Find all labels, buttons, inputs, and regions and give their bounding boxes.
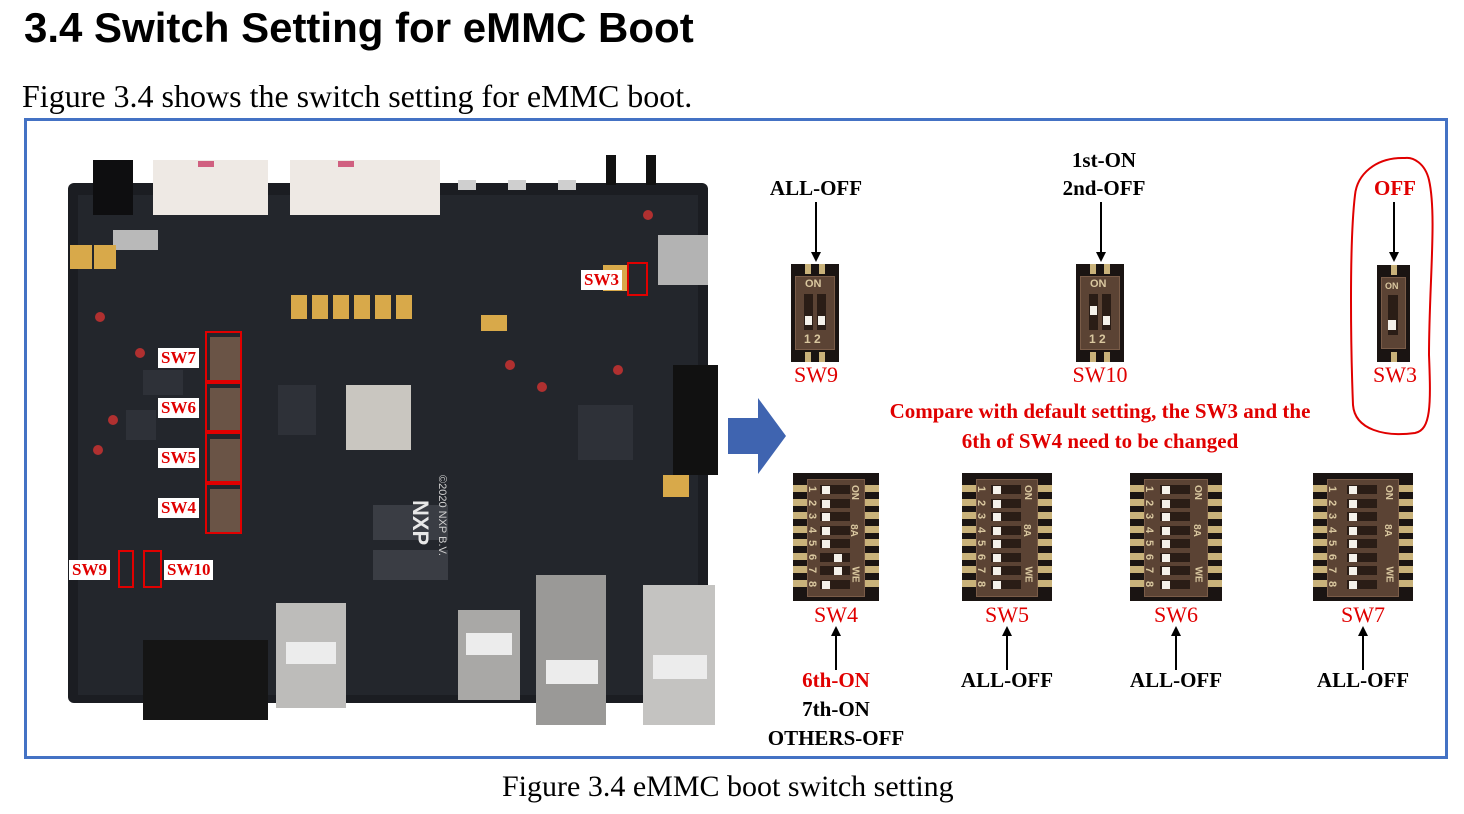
board-sw3-box: [627, 262, 648, 296]
sw3-switch-photo: ON: [1377, 265, 1410, 362]
board-sw10-box: [143, 550, 162, 588]
sw-name: SW6: [1154, 602, 1198, 627]
change-note-line2: 6th of SW4 need to be changed: [961, 429, 1239, 453]
arrow-up-head: [1002, 626, 1012, 636]
dip-knob: [1349, 486, 1357, 494]
sw-name: SW5: [985, 602, 1029, 627]
sw10-name: SW10: [1072, 362, 1128, 387]
sw10-switch-photo: ON 1 2: [1076, 264, 1124, 362]
change-note-line1: Compare with default setting, the SW3 an…: [889, 399, 1311, 423]
sw-name: SW4: [814, 602, 858, 627]
arrow-up-line: [1362, 634, 1364, 670]
dip-knob: [1162, 486, 1170, 494]
dip-knob: [1349, 567, 1357, 575]
board-sw10-label: SW10: [164, 560, 214, 580]
dip-knob: [1162, 540, 1170, 548]
board-sw6-label: SW6: [158, 398, 199, 418]
sw10-arrow-line: [1100, 202, 1102, 252]
dip-knob: [1349, 526, 1357, 535]
board-sw3-label: SW3: [581, 270, 622, 290]
section-heading: 3.4 Switch Setting for eMMC Boot: [24, 4, 694, 51]
dip-knob: [1349, 580, 1357, 589]
board-sw7-label: SW7: [158, 348, 199, 368]
board-sw9-label: SW9: [69, 560, 110, 580]
dip-knob: [1349, 499, 1357, 508]
board-brand-logo: NXP: [408, 500, 433, 546]
arrow-up-line: [1175, 634, 1177, 670]
dip-knob: [993, 540, 1001, 548]
switch-setting-text: OTHERS-OFF: [767, 726, 905, 750]
intro-paragraph: Figure 3.4 shows the switch setting for …: [22, 78, 693, 114]
dip-knob: [993, 526, 1001, 535]
dip-knob: [834, 567, 842, 575]
dip-knob: [1349, 540, 1357, 548]
dip-knob: [1162, 513, 1170, 521]
dip-knob: [993, 567, 1001, 575]
dip-knob: [822, 580, 830, 589]
board-sw6-box: [205, 382, 242, 432]
dip-knob: [993, 513, 1001, 521]
board-sw5-label: SW5: [158, 448, 199, 468]
dip-knob: [834, 553, 842, 562]
board-sw4-label: SW4: [158, 498, 199, 518]
dip-knob: [993, 499, 1001, 508]
sw9-switch-photo: ON 1 2: [791, 264, 839, 362]
figure-caption: Figure 3.4 eMMC boot switch setting: [502, 770, 954, 803]
dip-knob: [1162, 580, 1170, 589]
sw3-arrow-head: [1389, 252, 1399, 262]
dip-knob: [993, 553, 1001, 562]
dip-knob: [1162, 499, 1170, 508]
switch-setting-text: ALL-OFF: [960, 668, 1054, 692]
sw10-setting-line2: 2nd-OFF: [1062, 176, 1146, 200]
board-sw5-box: [205, 432, 242, 483]
sw9-setting: ALL-OFF: [769, 176, 863, 200]
figure-frame: [24, 118, 1448, 759]
dip-knob: [1162, 567, 1170, 575]
sw10-arrow-head: [1096, 252, 1106, 262]
switch-setting-text: ALL-OFF: [1316, 668, 1410, 692]
switch-setting-text: ALL-OFF: [1129, 668, 1223, 692]
arrow-up-head: [831, 626, 841, 636]
arrow-up-line: [835, 634, 837, 670]
switch-setting-text: 6th-ON: [802, 668, 870, 692]
sw3-highlight-circle: [1350, 156, 1434, 436]
change-note: Compare with default setting, the SW3 an…: [800, 396, 1400, 456]
board-sw4-box: [205, 483, 242, 534]
sw3-name: SW3: [1373, 362, 1417, 387]
board-sw9-box: [118, 550, 134, 588]
board-sw7-box: [205, 331, 242, 382]
arrow-up-head: [1358, 626, 1368, 636]
dip-knob: [1162, 526, 1170, 535]
switch-setting-text: 7th-ON: [802, 697, 870, 721]
board-copyright: ©2020 NXP B.V.: [436, 475, 448, 556]
right-arrow-icon: [728, 398, 786, 474]
sw9-arrow-line: [815, 202, 817, 252]
sw3-arrow-line: [1393, 202, 1395, 252]
arrow-up-head: [1171, 626, 1181, 636]
sw9-name: SW9: [794, 362, 838, 387]
sw-name: SW7: [1341, 602, 1385, 627]
dip-knob: [822, 513, 830, 521]
board-photo: ©2020 NXP B.V. NXP: [58, 155, 718, 725]
dip-knob: [822, 499, 830, 508]
sw10-setting-line1: 1st-ON: [1071, 148, 1137, 172]
dip-knob: [1349, 553, 1357, 562]
dip-knob: [1162, 553, 1170, 562]
dip-knob: [1349, 513, 1357, 521]
arrow-up-line: [1006, 634, 1008, 670]
sw9-arrow-head: [811, 252, 821, 262]
dip-knob: [993, 580, 1001, 589]
sw3-setting: OFF: [1374, 176, 1416, 200]
dip-knob: [822, 526, 830, 535]
dip-knob: [993, 486, 1001, 494]
dip-knob: [822, 540, 830, 548]
dip-knob: [822, 486, 830, 494]
